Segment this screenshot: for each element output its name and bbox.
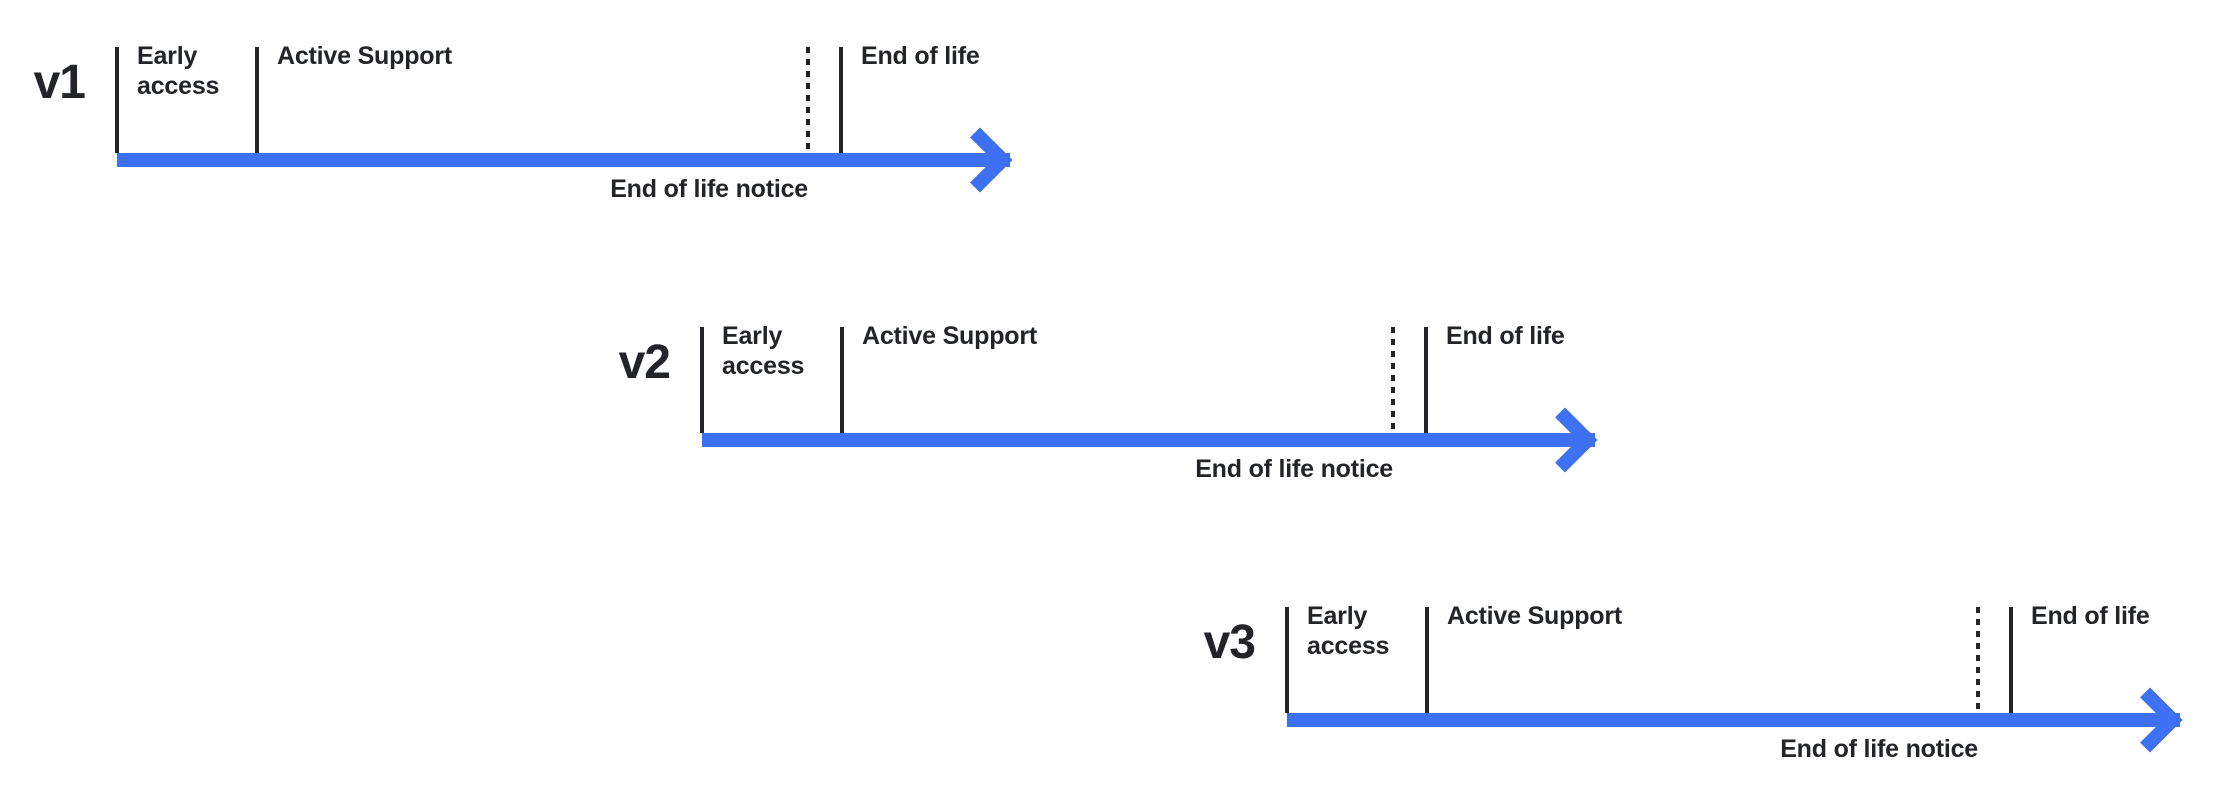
version-label-v1: v1 xyxy=(33,56,86,109)
arrowhead-right-icon xyxy=(1532,407,1598,473)
arrowhead-right-icon xyxy=(2117,687,2183,753)
tick-early-access-start xyxy=(115,47,119,153)
tick-active-support-start xyxy=(840,327,844,433)
tick-early-access-start xyxy=(700,327,704,433)
tick-end-of-life xyxy=(1424,327,1428,433)
end-of-life-label: End of life xyxy=(2031,602,2150,630)
end-of-life-label: End of life xyxy=(861,42,980,70)
tick-eol-notice-dashed xyxy=(806,47,810,151)
tick-active-support-start xyxy=(1425,607,1429,713)
active-support-label: Active Support xyxy=(1447,602,1622,630)
timeline-arrow-bar xyxy=(117,153,1010,167)
active-support-label: Active Support xyxy=(862,322,1037,350)
end-of-life-notice-label: End of life notice xyxy=(610,175,808,203)
tick-early-access-start xyxy=(1285,607,1289,713)
arrowhead-right-icon xyxy=(947,127,1013,193)
active-support-label: Active Support xyxy=(277,42,452,70)
tick-end-of-life xyxy=(2009,607,2013,713)
version-label-v2: v2 xyxy=(618,336,671,389)
timeline-arrow-bar xyxy=(702,433,1595,447)
early-access-label: Early access xyxy=(1307,602,1390,660)
tick-active-support-start xyxy=(255,47,259,153)
tick-end-of-life xyxy=(839,47,843,153)
tick-eol-notice-dashed xyxy=(1976,607,1980,711)
timeline-v2: v2 Early access Active Support End of li… xyxy=(619,322,1762,537)
tick-eol-notice-dashed xyxy=(1391,327,1395,431)
end-of-life-notice-label: End of life notice xyxy=(1780,735,1978,763)
end-of-life-notice-label: End of life notice xyxy=(1195,455,1393,483)
timeline-arrow-bar xyxy=(1287,713,2180,727)
end-of-life-label: End of life xyxy=(1446,322,1565,350)
early-access-label: Early access xyxy=(137,42,220,100)
timeline-v1: v1 Early access Active Support End of li… xyxy=(34,42,1177,257)
version-label-v3: v3 xyxy=(1203,616,1256,669)
timeline-v3: v3 Early access Active Support End of li… xyxy=(1204,602,2228,812)
early-access-label: Early access xyxy=(722,322,805,380)
